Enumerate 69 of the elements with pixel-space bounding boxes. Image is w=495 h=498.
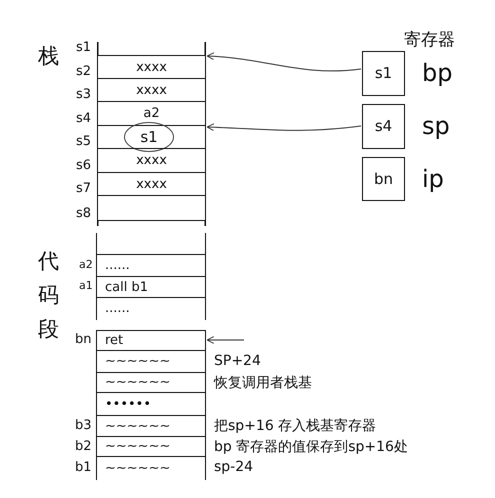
memory-cell — [97, 172, 206, 196]
cell-text: ~~~~~~ — [105, 418, 172, 434]
annotation: SP+24 — [214, 352, 261, 368]
ellipse — [124, 122, 174, 152]
address-label: b1 — [75, 460, 92, 475]
register-name: sp — [422, 112, 450, 140]
register-value: bn — [372, 172, 394, 186]
address-label: s1 — [76, 40, 92, 55]
cell-text: ret — [105, 333, 124, 348]
cell-text: ...... — [105, 301, 131, 316]
memory-cell — [96, 436, 206, 457]
cell-text: s1 — [139, 130, 159, 144]
memory-cell — [96, 415, 206, 437]
register-value: s4 — [374, 119, 394, 134]
arrow — [206, 52, 362, 72]
memory-cell — [97, 195, 206, 221]
address-label: a1 — [79, 279, 93, 292]
register-box — [362, 104, 405, 149]
cell-text: xxxx — [135, 153, 168, 168]
address-label: s8 — [76, 206, 92, 221]
address-label: s3 — [76, 87, 92, 102]
memory-cell — [96, 233, 206, 255]
annotation: sp-24 — [214, 459, 254, 475]
memory-cell — [97, 148, 206, 173]
arrow — [206, 123, 362, 132]
register-name: bp — [422, 59, 452, 87]
address-label: a2 — [79, 258, 93, 271]
annotation: 恢复调用者栈基 — [214, 374, 312, 392]
cell-text: •••••• — [105, 396, 152, 412]
register-box — [362, 157, 405, 201]
register-name: ip — [422, 165, 444, 193]
memory-cell — [96, 456, 206, 480]
memory-cell — [96, 276, 206, 298]
memory-cell — [97, 55, 206, 79]
address-label: s7 — [76, 181, 92, 196]
register-value: s1 — [374, 66, 394, 81]
register-box — [362, 51, 405, 96]
memory-cell — [96, 392, 206, 416]
cell-text: ~~~~~~ — [105, 354, 172, 369]
arrow — [206, 336, 244, 344]
section-title: 寄存器 — [404, 29, 455, 51]
annotation: bp 寄存器的值保存到sp+16处 — [214, 438, 408, 456]
cell-text: ~~~~~~ — [105, 375, 172, 390]
memory-cell — [96, 372, 206, 393]
address-label: b2 — [75, 439, 92, 454]
cell-text: ~~~~~~ — [105, 439, 172, 454]
cell-text: a2 — [142, 106, 161, 121]
cell-text: ~~~~~~ — [105, 460, 172, 476]
memory-cell — [96, 350, 206, 373]
cell-text: xxxx — [135, 60, 168, 74]
cell-text: xxxx — [135, 176, 168, 192]
address-label: s5 — [76, 134, 92, 149]
cell-text: call b1 — [105, 280, 149, 294]
memory-cell — [97, 101, 206, 126]
cell-text: ...... — [105, 258, 131, 273]
address-label: bn — [75, 332, 92, 347]
memory-cell — [97, 78, 206, 102]
cell-text: xxxx — [135, 82, 168, 98]
address-label: s6 — [76, 158, 92, 173]
section-title: 栈 — [38, 43, 59, 70]
memory-cell — [96, 330, 206, 351]
section-title: 代码段 — [38, 248, 59, 343]
address-label: b3 — [75, 418, 92, 433]
annotation: 把sp+16 存入栈基寄存器 — [214, 417, 376, 435]
address-label: s2 — [76, 64, 92, 79]
memory-cell — [96, 297, 206, 320]
memory-cell — [96, 254, 206, 277]
address-label: s4 — [76, 111, 92, 126]
memory-cell — [97, 125, 206, 149]
